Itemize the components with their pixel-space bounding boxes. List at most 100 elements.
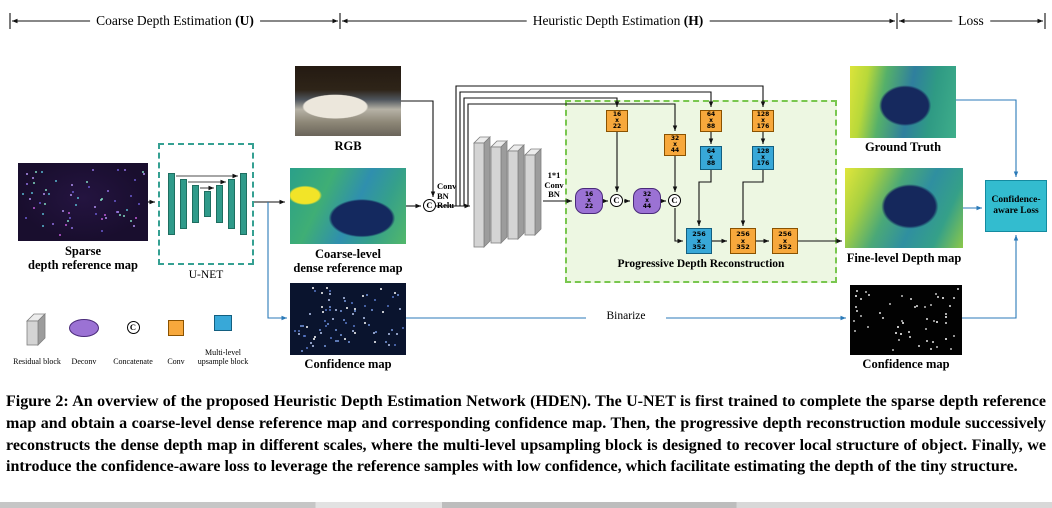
ground-truth-image — [850, 66, 956, 138]
encoder-residual-blocks — [473, 136, 542, 248]
coarse-dense-map-label: Coarse-level dense reference map — [280, 247, 416, 275]
label-line: Conv — [437, 181, 457, 191]
confidence-map-left-label: Confidence map — [304, 357, 392, 371]
dim-line: 128 — [756, 148, 770, 155]
legend-label: Conv — [167, 357, 185, 366]
bracket-label-loss: Loss — [952, 13, 990, 29]
deconv-icon — [62, 298, 106, 357]
legend-label: Multi-level upsample block — [197, 348, 249, 366]
next-content-sliver — [0, 502, 1052, 508]
concatenate-icon: C — [106, 298, 160, 357]
dim-line: x — [782, 236, 788, 245]
sparse-depth-map-label: Sparse depth reference map — [8, 244, 158, 272]
label-line: Relu — [437, 200, 454, 210]
dim-line: 352 — [736, 243, 750, 252]
confidence-aware-loss-box: Confidence-aware Loss — [985, 180, 1047, 232]
confidence-map-left-image — [290, 283, 406, 355]
dim-line: 256 — [778, 230, 792, 239]
unet-bar — [192, 185, 199, 223]
label-line: 1*1 — [547, 170, 561, 180]
dim-line: 22 — [584, 203, 594, 210]
multi-level-upsample-icon — [194, 298, 252, 348]
legend-item-residual: Residual block — [10, 298, 64, 366]
dim-line: x — [709, 117, 713, 124]
dim-line: 64 — [706, 111, 716, 118]
bracket-text: Heuristic Depth Estimation — [532, 13, 681, 28]
unet-bar — [216, 185, 223, 223]
rgb-label: RGB — [334, 139, 362, 153]
label-line: Coarse-level — [315, 247, 381, 261]
bracket-tag: (H) — [680, 13, 704, 28]
label-line: BN — [548, 189, 560, 199]
bracket-tag: (U) — [231, 13, 254, 28]
one-by-one-conv-label: 1*1 Conv BN — [541, 170, 567, 200]
unet-bar — [180, 179, 187, 229]
fine-depth-map-image — [845, 168, 963, 248]
figure-caption: Figure 2: An overview of the proposed He… — [6, 393, 1046, 476]
label-line: dense reference map — [293, 261, 403, 275]
dim-line: 32 — [642, 191, 652, 198]
legend-item-conv: Conv — [158, 298, 194, 366]
legend-item-deconv: Deconv — [62, 298, 106, 366]
unet-label: U-NET — [188, 269, 224, 281]
concat-node: C — [610, 194, 623, 207]
dim-line: 352 — [778, 243, 792, 252]
legend-label: Residual block — [13, 357, 61, 366]
legend-item-concatenate: C Concatenate — [106, 298, 160, 366]
dim-line: 88 — [706, 123, 716, 130]
concat-node: C — [668, 194, 681, 207]
residual-block-icon — [10, 298, 64, 357]
unet-bar — [228, 179, 235, 229]
dim-line: 44 — [642, 203, 652, 210]
bracket-label-coarse: Coarse Depth Estimation (U) — [90, 13, 260, 29]
binarize-label: Binarize — [586, 310, 666, 322]
dim-line: 128 — [756, 111, 770, 118]
dim-line: x — [740, 236, 746, 245]
dim-line: 16 — [612, 111, 622, 118]
pdr-title: Progressive Depth Reconstruction — [617, 258, 785, 270]
label-line: Conv — [544, 179, 564, 190]
bracket-text: Loss — [958, 13, 984, 28]
rgb-image — [295, 66, 401, 136]
confidence-map-right-image — [850, 285, 962, 355]
fine-depth-map-label: Fine-level Depth map — [846, 251, 962, 265]
bracket-label-heuristic: Heuristic Depth Estimation (H) — [526, 13, 710, 29]
dim-line: 88 — [706, 160, 716, 167]
unet-bar — [168, 173, 175, 235]
unet-bar — [204, 191, 211, 217]
dim-line: 176 — [756, 160, 770, 167]
dim-line: x — [587, 197, 591, 204]
sparse-depth-map-image — [18, 163, 148, 241]
legend-label: Deconv — [71, 357, 97, 366]
dim-line: 64 — [706, 148, 716, 155]
dim-line: x — [709, 154, 713, 161]
bracket-text: Coarse Depth Estimation — [96, 13, 232, 28]
dim-line: 22 — [612, 123, 622, 130]
dim-line: x — [696, 236, 702, 245]
legend-label: Concatenate — [113, 357, 153, 366]
dim-line: 32 — [670, 135, 680, 142]
coarse-dense-map-image — [290, 168, 406, 244]
confidence-map-right-label: Confidence map — [862, 357, 950, 371]
unet-bar — [240, 173, 247, 235]
unet-module-box — [158, 143, 254, 265]
legend-item-upsample: Multi-level upsample block — [194, 298, 252, 366]
concat-node: C — [126, 321, 140, 334]
conv-bn-relu-label: Conv BN Relu — [437, 181, 469, 211]
dim-line: x — [761, 117, 765, 124]
dim-line: x — [615, 117, 619, 124]
dim-line: 44 — [670, 147, 680, 154]
dim-line: x — [645, 197, 649, 204]
dim-line: 256 — [736, 230, 750, 239]
label-line: depth reference map — [28, 258, 138, 272]
dim-line: 176 — [756, 123, 770, 130]
